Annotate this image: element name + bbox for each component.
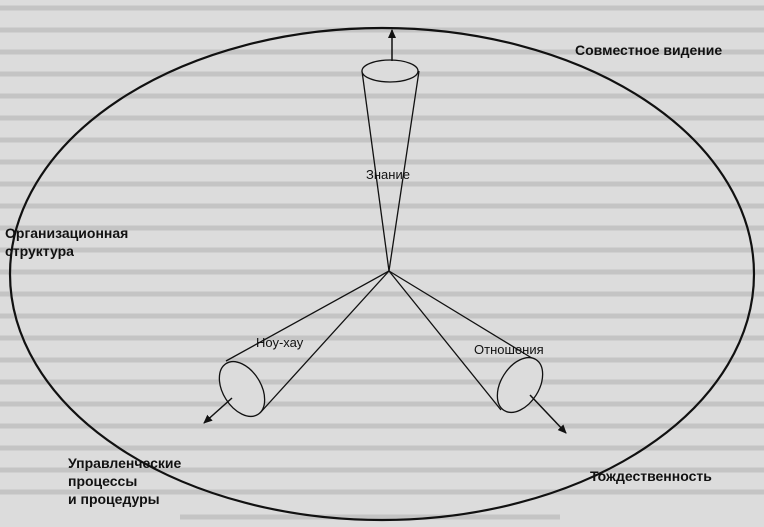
cone-knowhow-edge-bottom <box>259 270 390 414</box>
cone-relations-base <box>496 356 544 414</box>
label-knowhow: Ноу-хау <box>256 335 304 350</box>
label-management-processes-line-2: процессы <box>68 473 137 489</box>
label-org-structure: Организационная структура <box>5 225 132 259</box>
outer-ellipse <box>8 26 756 522</box>
cone-relations <box>388 270 567 434</box>
cone-relations-edge-top <box>388 270 536 361</box>
label-org-structure-line-2: структура <box>5 243 74 259</box>
cone-knowledge-edge-right <box>388 70 420 272</box>
cone-knowledge-edge-left <box>361 70 390 272</box>
label-identity: Тождественность <box>590 468 712 484</box>
cone-relations-edge-bottom <box>388 270 502 411</box>
label-knowledge: Знание <box>366 167 410 182</box>
arrow-down-right <box>529 394 567 434</box>
label-shared-vision: Совместное видение <box>575 42 722 58</box>
cone-knowledge <box>361 29 420 272</box>
cone-knowledge-base <box>361 59 419 83</box>
label-relations: Отношения <box>474 342 544 357</box>
cone-knowhow-base <box>218 360 266 418</box>
label-management-processes: Управленческие процессы и процедуры <box>68 455 185 507</box>
cone-knowhow-edge-top <box>225 270 390 362</box>
label-management-processes-line-3: и процедуры <box>68 491 160 507</box>
cone-knowhow <box>203 270 390 424</box>
label-management-processes-line-1: Управленческие <box>68 455 181 471</box>
arrow-down-left <box>203 397 233 424</box>
label-org-structure-line-1: Организационная <box>5 225 128 241</box>
